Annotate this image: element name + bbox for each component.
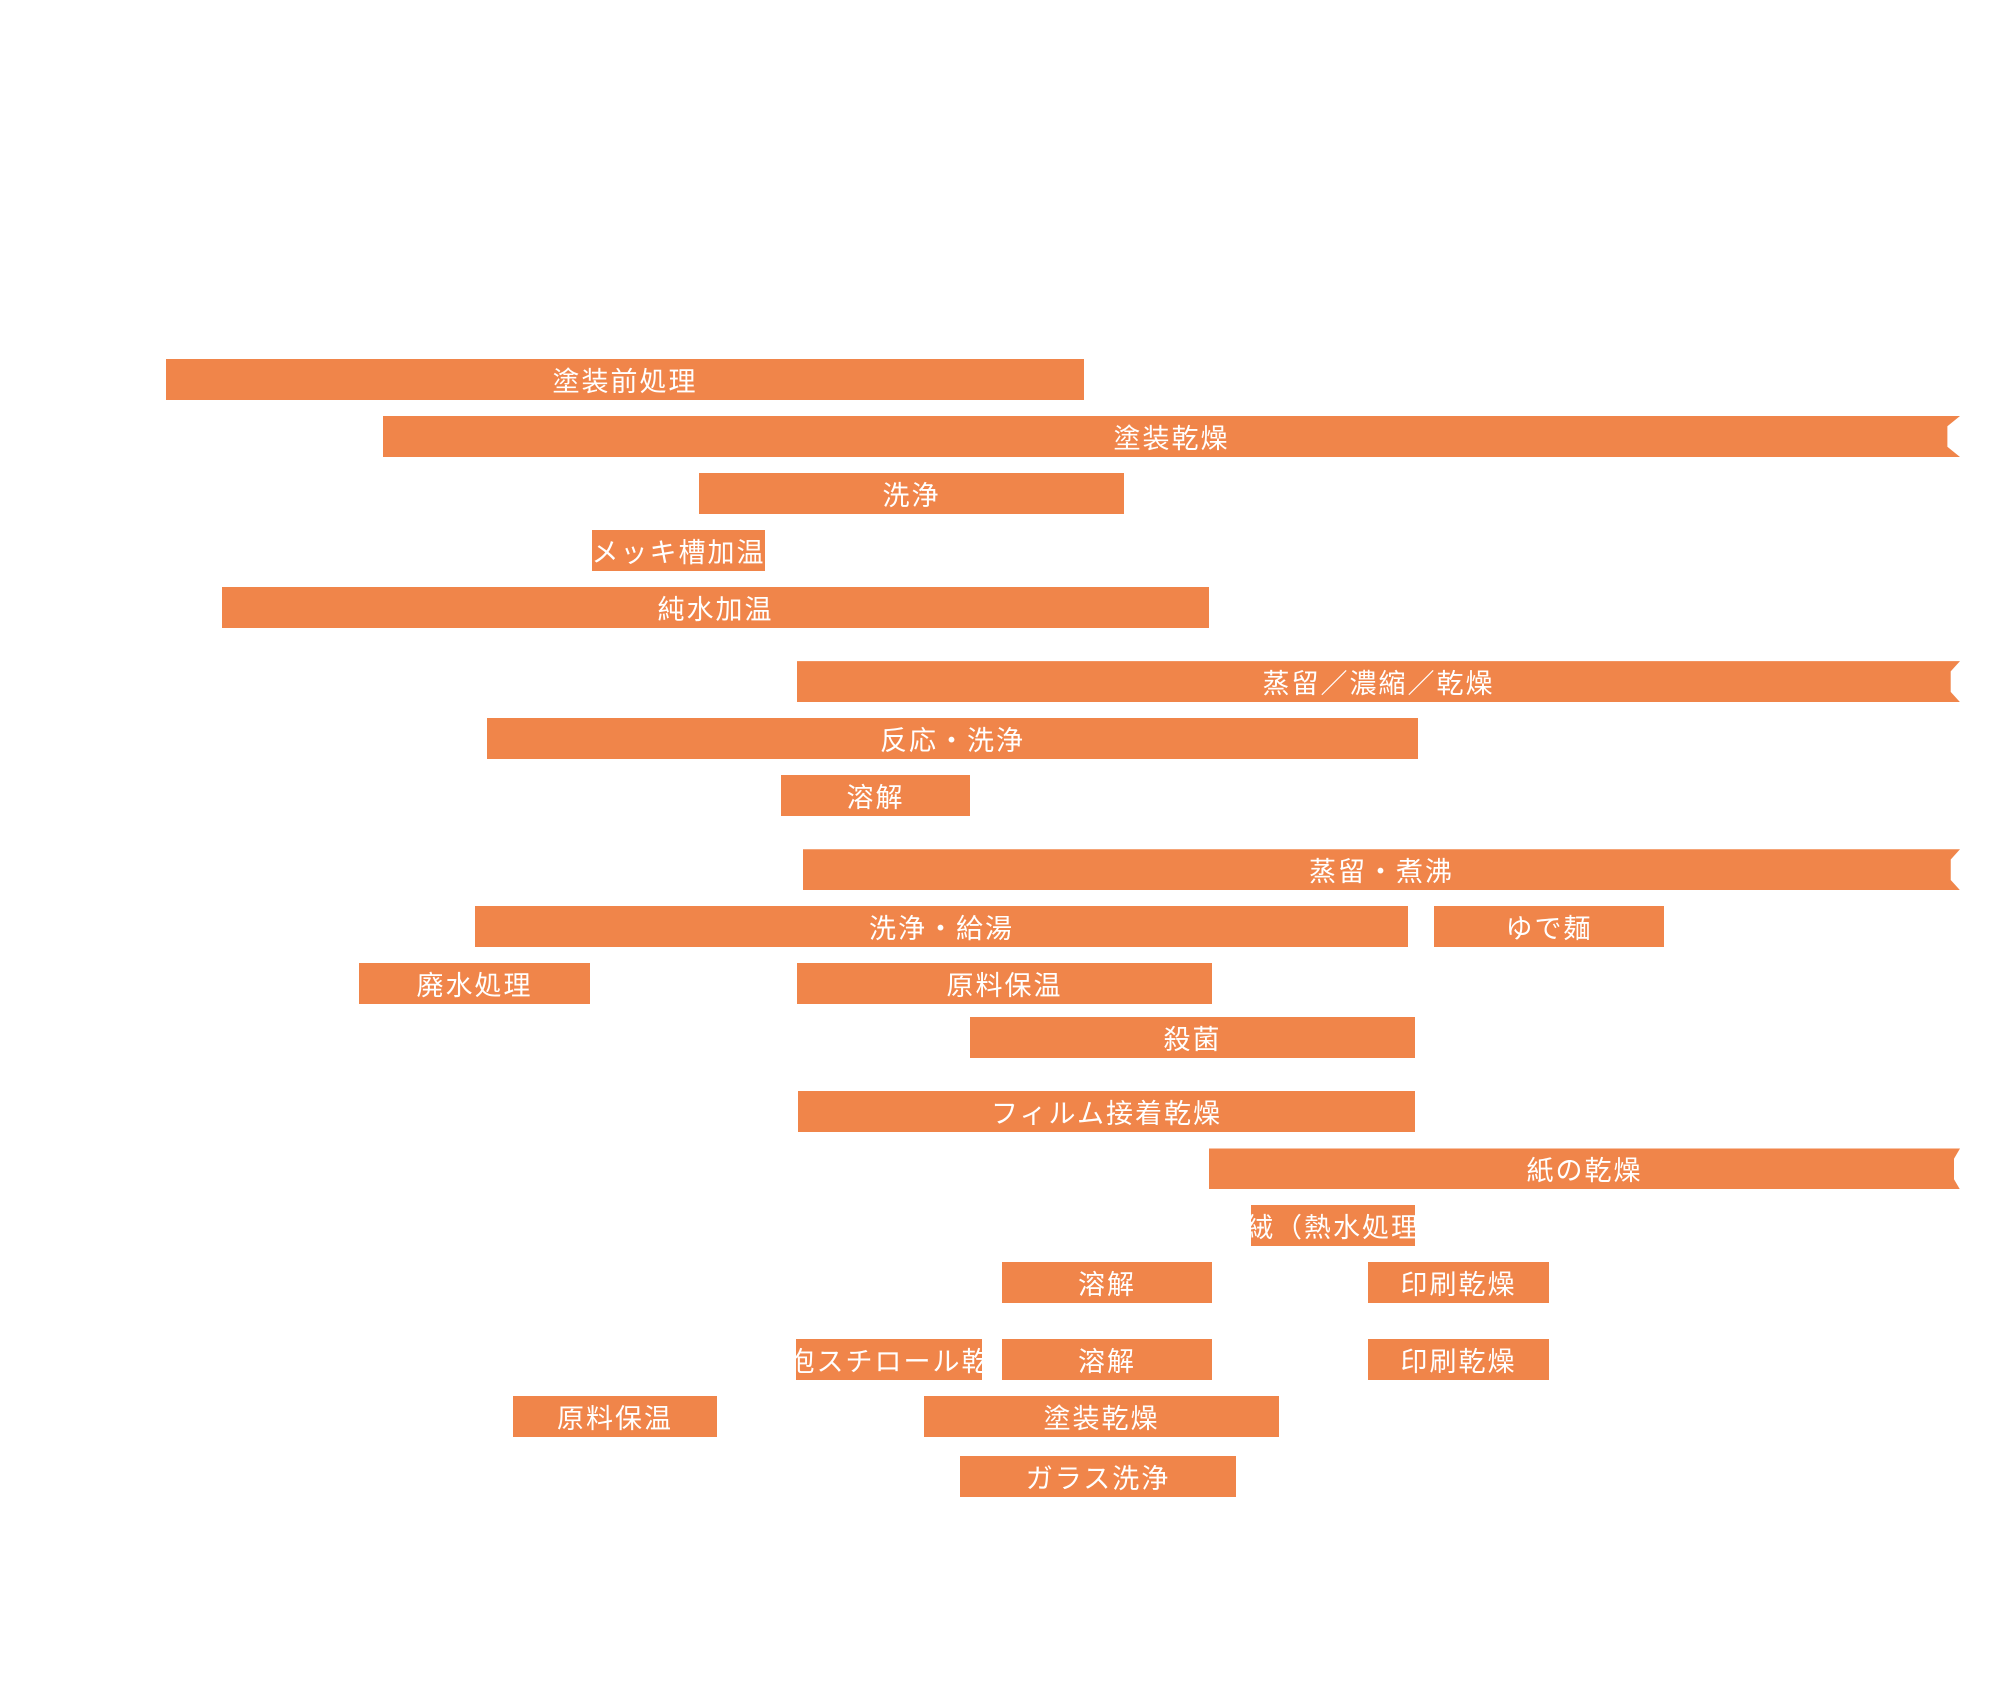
bar-4: 純水加温 <box>222 587 1209 628</box>
bar-17: 溶解 <box>1002 1262 1212 1304</box>
bar-5: 蒸留／濃縮／乾燥 <box>797 661 1960 703</box>
bar-18: 印刷乾燥 <box>1368 1262 1549 1304</box>
bar-0: 塗装前処理 <box>166 359 1084 400</box>
bar-8: 蒸留・煮沸 <box>803 849 1960 891</box>
bar-6: 反応・洗浄 <box>487 718 1418 760</box>
bar-1: 塗装乾燥 <box>383 416 1960 457</box>
bar-20: 溶解 <box>1002 1339 1212 1381</box>
bar-9: 洗浄・給湯 <box>475 906 1408 948</box>
bar-19: 発泡スチロール乾燥 <box>796 1339 982 1381</box>
bar-14: フィルム接着乾燥 <box>798 1091 1415 1133</box>
bar-24: ガラス洗浄 <box>960 1456 1236 1498</box>
bar-12: 原料保温 <box>797 963 1212 1005</box>
bar-7: 溶解 <box>781 775 970 817</box>
bar-23: 塗装乾燥 <box>924 1396 1279 1438</box>
bar-15: 紙の乾燥 <box>1209 1148 1960 1190</box>
bar-3: メッキ槽加温 <box>592 530 765 571</box>
bar-22: 原料保温 <box>513 1396 717 1438</box>
bar-10: ゆで麺 <box>1434 906 1664 948</box>
bar-21: 印刷乾燥 <box>1368 1339 1549 1381</box>
bar-11: 廃水処理 <box>359 963 590 1005</box>
bar-13: 殺菌 <box>970 1017 1415 1059</box>
bar-2: 洗浄 <box>699 473 1124 514</box>
bar-16: 煮絨（熱水処理） <box>1251 1205 1415 1247</box>
